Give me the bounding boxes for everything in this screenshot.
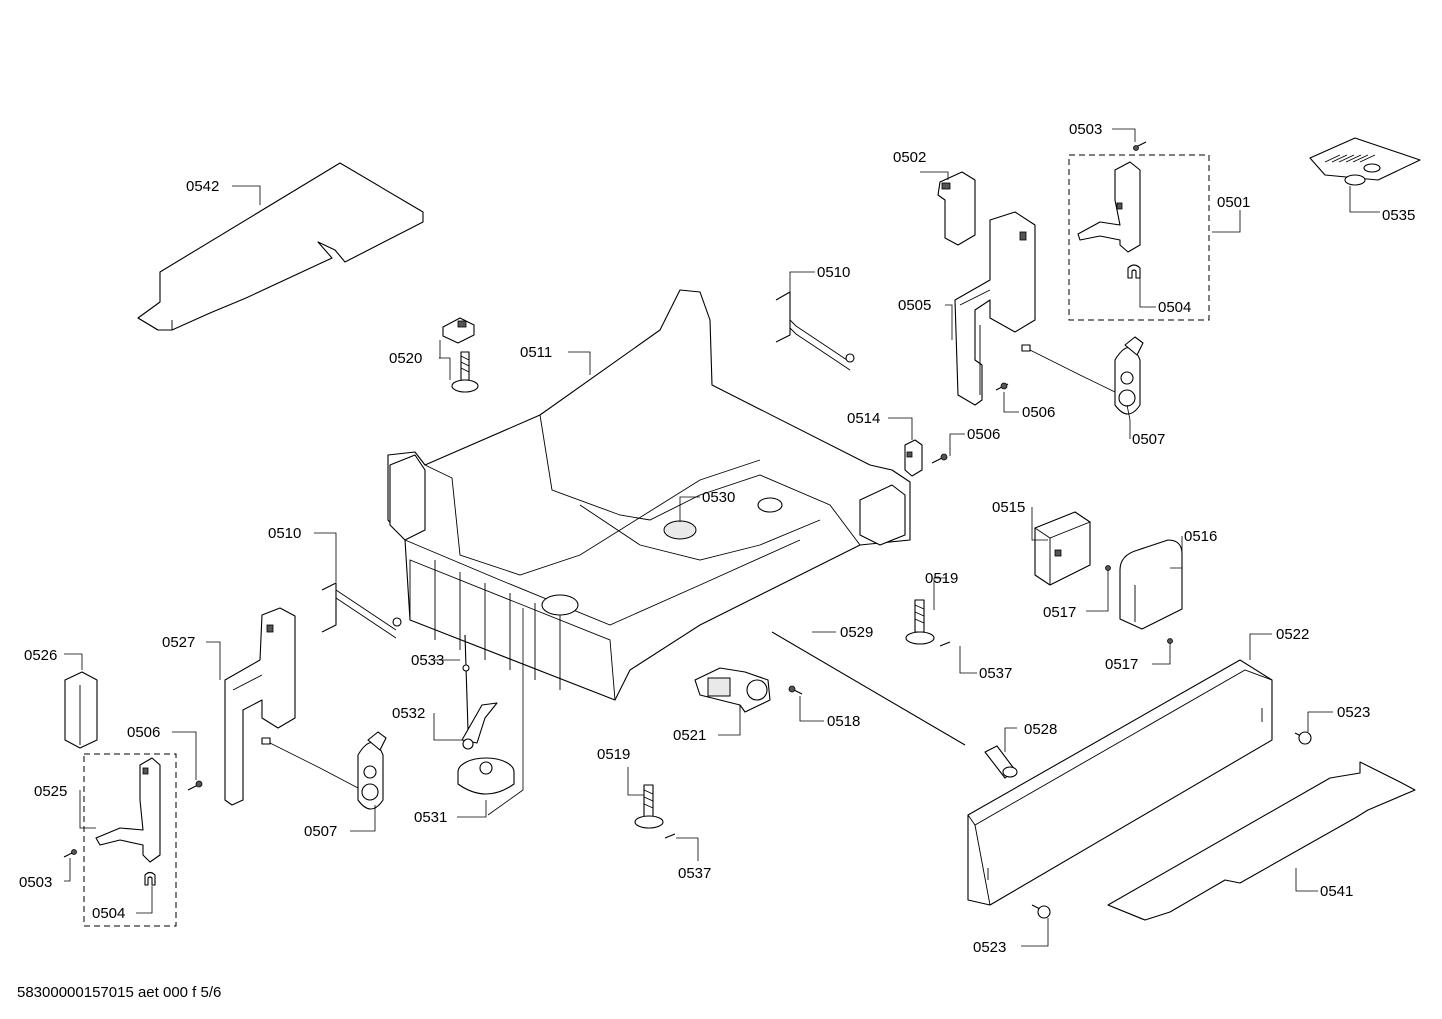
label-0523-right: 0523 [1337,704,1370,721]
label-0504-lower: 0504 [92,905,125,922]
part-0519-foot-upper [905,599,951,647]
part-0511-base-tub [387,289,911,701]
group-0501-bracket-assembly [1068,141,1210,321]
part-0502-bracket [937,171,976,246]
label-0506-b: 0506 [967,426,1000,443]
label-0531: 0531 [414,809,447,826]
part-0507-cable-sensor-upper [1021,336,1144,415]
label-0522: 0522 [1276,626,1309,643]
group-0525-bracket-assembly [63,753,177,927]
label-0541: 0541 [1320,883,1353,900]
label-0511: 0511 [520,344,552,361]
part-0510-spring-lower [321,582,402,639]
label-0533: 0533 [411,652,444,669]
part-0514-sensor [904,439,923,477]
label-0528: 0528 [1024,721,1057,738]
label-0523-bottom: 0523 [973,939,1006,956]
label-0503-lower: 0503 [19,874,52,891]
label-0501: 0501 [1217,194,1250,211]
part-0526-latch [64,671,98,749]
part-0510-spring-upper [775,291,855,371]
part-0506-screw-b [931,453,948,464]
part-0516-cover [1119,539,1183,644]
part-0523-screw-right [1294,731,1312,745]
part-0518-screw [788,685,803,695]
part-0527-side-bracket [224,607,296,806]
label-0519-upper: 0519 [925,570,958,587]
leader-lines [64,128,1380,947]
drawing-footer-code: 58300000157015 aet 000 f 5/6 [17,984,221,1001]
part-0533-shaft [462,634,470,731]
part-0523-screw-bottom [1031,904,1051,919]
label-0507-lower: 0507 [304,823,337,840]
label-0526: 0526 [24,647,57,664]
label-0510-lower: 0510 [268,525,301,542]
part-0515-module [1034,511,1111,586]
label-0510-upper: 0510 [817,264,850,281]
part-0522-front-panel [967,659,1273,906]
label-0525: 0525 [34,783,67,800]
label-0518: 0518 [827,713,860,730]
label-0505: 0505 [898,297,931,314]
label-0530: 0530 [702,489,735,506]
part-0505-side-bracket [954,211,1036,406]
label-0517-a: 0517 [1043,604,1076,621]
part-0532-float-arm [461,702,498,750]
part-0521-valve [694,667,771,713]
label-0519-lower: 0519 [597,746,630,763]
label-0520: 0520 [389,350,422,367]
part-0520-clip-and-bolt [442,317,479,393]
label-0529: 0529 [840,624,873,641]
part-number-labels: 0542 0520 0511 0510 0510 0502 0503 0501 … [17,121,1415,1001]
part-0507-cable-sensor-lower [261,731,387,810]
label-0532: 0532 [392,705,425,722]
part-0535-hardware-kit [1309,137,1421,186]
label-0517-b: 0517 [1105,656,1138,673]
label-0535: 0535 [1382,207,1415,224]
label-0521: 0521 [673,727,706,744]
part-0531-float-wheel [457,757,515,795]
label-0504-upper: 0504 [1158,299,1191,316]
part-0529-rod [771,631,966,746]
label-0502: 0502 [893,149,926,166]
label-0542: 0542 [186,178,219,195]
label-0537-upper: 0537 [979,665,1012,682]
label-0514: 0514 [847,410,880,427]
part-0528-cap [984,745,1018,779]
label-0527: 0527 [162,634,195,651]
part-0506-screw-a [995,382,1009,391]
label-0507-upper: 0507 [1132,431,1165,448]
part-0519-foot-lower [634,784,676,839]
label-0515: 0515 [992,499,1025,516]
part-0542-cover-plate [137,162,424,331]
label-0506-c: 0506 [127,724,160,741]
label-0506-a: 0506 [1022,404,1055,421]
part-0506-screw-c [187,780,203,791]
label-0516: 0516 [1184,528,1217,545]
label-0503-upper: 0503 [1069,121,1102,138]
label-0537-lower: 0537 [678,865,711,882]
part-0541-bottom-plate [1107,761,1416,921]
